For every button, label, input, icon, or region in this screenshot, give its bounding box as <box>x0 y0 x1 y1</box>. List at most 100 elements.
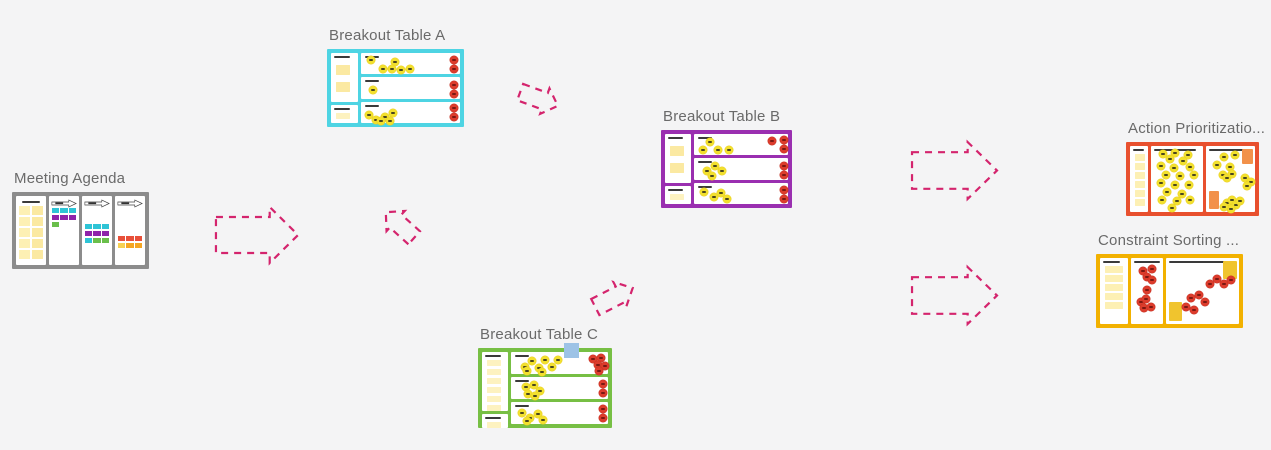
agenda-card[interactable] <box>60 215 68 220</box>
sticky-note[interactable] <box>487 378 501 384</box>
sticky-note[interactable] <box>1105 293 1123 300</box>
vote-dot-yellow[interactable] <box>1235 197 1244 206</box>
sticky-note[interactable] <box>487 422 501 428</box>
corner-zone-square[interactable] <box>1208 190 1219 209</box>
vote-dot-red[interactable] <box>599 405 608 414</box>
sticky-note[interactable] <box>670 146 684 156</box>
dashed-arrow-small-downright[interactable] <box>514 78 564 121</box>
vote-dot-yellow[interactable] <box>524 389 532 398</box>
frame-breakout-table-b[interactable]: Breakout Table B <box>661 108 792 208</box>
vote-dot-yellow[interactable] <box>539 416 548 425</box>
sorting-column-1[interactable] <box>1131 258 1164 324</box>
sticky-note[interactable] <box>487 396 501 402</box>
sticky-note[interactable] <box>19 206 30 215</box>
vote-dot-red[interactable] <box>780 145 789 154</box>
sticky-note[interactable] <box>336 112 350 119</box>
sticky-column-panel[interactable] <box>331 53 359 102</box>
vote-dot-yellow[interactable] <box>387 65 396 74</box>
vote-dot-red[interactable] <box>1146 302 1155 311</box>
vote-dot-yellow[interactable] <box>405 64 414 73</box>
agenda-card[interactable] <box>93 231 101 236</box>
agenda-card[interactable] <box>93 238 101 243</box>
dashed-arrow-small-upleft[interactable] <box>375 200 425 249</box>
vote-dot-yellow[interactable] <box>535 386 544 395</box>
board-breakout-table-b[interactable] <box>661 130 792 208</box>
dashed-arrow-agenda-to-tables[interactable] <box>214 204 300 266</box>
agenda-card[interactable] <box>118 243 126 248</box>
corner-zone-square[interactable] <box>1223 260 1237 280</box>
agenda-card[interactable] <box>52 215 60 220</box>
vote-dot-yellow[interactable] <box>718 167 727 176</box>
vote-dot-yellow[interactable] <box>527 356 536 365</box>
agenda-card[interactable] <box>68 208 76 213</box>
frame-title-constraint-sorting[interactable]: Constraint Sorting ... <box>1098 232 1240 249</box>
corner-zone-square[interactable] <box>1242 148 1254 165</box>
vote-dot-yellow[interactable] <box>1213 160 1222 169</box>
vote-dot-red[interactable] <box>779 161 788 170</box>
dot-voting-row-1[interactable] <box>361 53 460 75</box>
vote-dot-yellow[interactable] <box>537 367 546 376</box>
vote-dot-yellow[interactable] <box>1165 155 1174 164</box>
vote-dot-yellow[interactable] <box>1230 150 1239 159</box>
vote-dot-yellow[interactable] <box>1231 201 1240 210</box>
vote-dot-yellow[interactable] <box>1222 173 1231 182</box>
dashed-arrow-to-constraint[interactable] <box>910 264 999 327</box>
vote-dot-yellow[interactable] <box>1243 182 1252 191</box>
dashed-arrow-to-action[interactable] <box>910 139 999 202</box>
vote-dot-red[interactable] <box>450 113 459 122</box>
vote-dot-red[interactable] <box>779 170 788 179</box>
vote-dot-red[interactable] <box>1143 285 1152 294</box>
vote-dot-red[interactable] <box>1189 305 1198 314</box>
vote-dot-yellow[interactable] <box>1226 205 1235 214</box>
vote-dot-yellow[interactable] <box>1178 189 1187 198</box>
vote-dot-yellow[interactable] <box>1171 148 1180 157</box>
vote-dot-red[interactable] <box>1147 276 1156 285</box>
vote-dot-red[interactable] <box>595 366 604 375</box>
frame-breakout-table-a[interactable]: Breakout Table A <box>327 27 464 127</box>
dot-voting-row-2[interactable] <box>693 158 788 180</box>
agenda-card[interactable] <box>134 243 142 248</box>
sticky-note[interactable] <box>1105 266 1123 273</box>
vote-dot-red[interactable] <box>450 64 459 73</box>
vote-dot-red[interactable] <box>1137 297 1146 306</box>
sticky-note-blue[interactable] <box>564 343 579 358</box>
agenda-card[interactable] <box>85 224 93 229</box>
agenda-card[interactable] <box>68 215 76 220</box>
vote-dot-yellow[interactable] <box>367 56 375 65</box>
dot-voting-row-2[interactable] <box>361 77 460 99</box>
sticky-note[interactable] <box>487 405 501 411</box>
vote-dot-red[interactable] <box>601 361 610 370</box>
frame-meeting-agenda[interactable]: Meeting Agenda <box>12 170 149 269</box>
vote-dot-yellow[interactable] <box>518 408 527 417</box>
sticky-column-panel[interactable] <box>1100 258 1129 324</box>
vote-dot-yellow[interactable] <box>706 138 715 147</box>
dot-voting-row-3[interactable] <box>511 402 608 426</box>
sticky-note[interactable] <box>1135 199 1145 206</box>
sorting-column-2[interactable] <box>1206 146 1255 214</box>
board-meeting-agenda[interactable] <box>12 192 149 269</box>
vote-dot-red[interactable] <box>599 414 608 423</box>
vote-dot-yellow[interactable] <box>553 356 562 365</box>
agenda-card[interactable] <box>101 231 109 236</box>
dot-voting-row-1[interactable] <box>693 134 789 156</box>
sticky-note[interactable] <box>1105 284 1123 291</box>
dot-voting-row-3[interactable] <box>693 182 788 204</box>
agenda-card[interactable] <box>60 208 68 213</box>
vote-dot-red[interactable] <box>1194 291 1203 299</box>
vote-dot-yellow[interactable] <box>1179 156 1188 165</box>
sticky-note[interactable] <box>1135 181 1145 188</box>
sticky-note[interactable] <box>19 239 30 248</box>
vote-dot-yellow[interactable] <box>1156 179 1165 187</box>
sticky-note[interactable] <box>487 360 501 366</box>
vote-dot-red[interactable] <box>1139 304 1148 313</box>
frame-title-action-prioritization[interactable]: Action Prioritizatio... <box>1128 120 1266 137</box>
agenda-card[interactable] <box>126 236 134 241</box>
sticky-note[interactable] <box>19 250 30 259</box>
vote-dot-yellow[interactable] <box>1184 180 1193 189</box>
vote-dot-red[interactable] <box>597 354 606 363</box>
vote-dot-yellow[interactable] <box>1158 149 1167 158</box>
sticky-note[interactable] <box>1135 190 1145 197</box>
vote-dot-yellow[interactable] <box>1189 171 1198 180</box>
dot-voting-row-3[interactable] <box>361 101 460 126</box>
frame-title-breakout-table-c[interactable]: Breakout Table C <box>480 326 598 343</box>
